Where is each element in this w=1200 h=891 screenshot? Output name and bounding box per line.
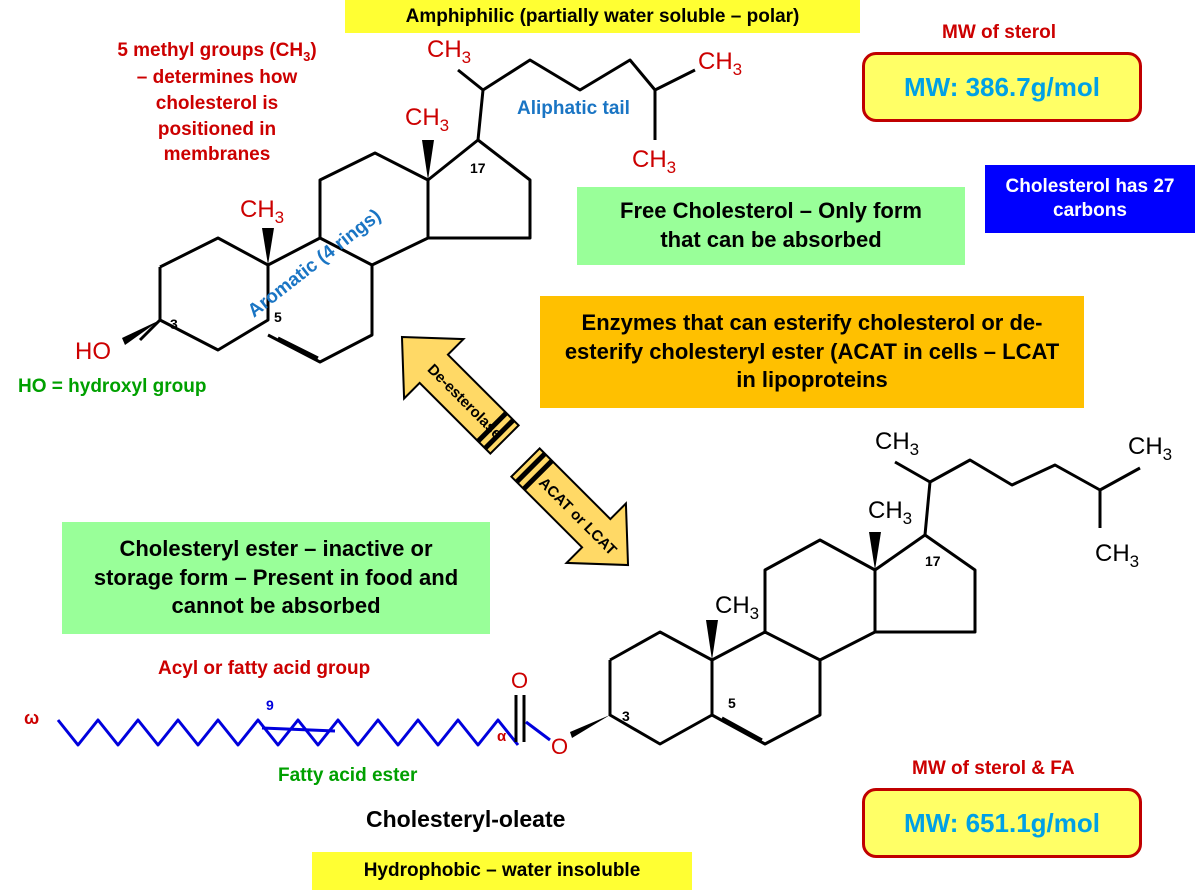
carbon-5-label: 5 xyxy=(274,309,282,325)
ch3-label: CH3 xyxy=(1095,540,1140,571)
acyl-group-label: Acyl or fatty acid group xyxy=(158,658,371,679)
carbonyl-oxygen: O xyxy=(511,668,529,693)
hydrophobic-banner: Hydrophobic – water insoluble xyxy=(312,852,692,890)
alpha-label: α xyxy=(497,728,507,745)
cholesteryl-oleate-label: Cholesteryl-oleate xyxy=(366,806,566,832)
de-esterolase-arrow: De-esterolase xyxy=(400,335,521,456)
carbons-box: Cholesterol has 27 carbons xyxy=(985,165,1195,233)
mw-sterol-label: MW of sterol xyxy=(942,22,1056,43)
wedge-bond-methyl-3 xyxy=(706,620,718,660)
ester-oxygen: O xyxy=(551,734,569,759)
carbon-3-label: 3 xyxy=(170,316,178,332)
cholesteryl-ester-box: Cholesteryl ester – inactive or storage … xyxy=(62,522,490,634)
ester-oxygen-bond xyxy=(525,720,551,742)
carbon-9-label: 9 xyxy=(266,697,274,713)
ch3-label: CH3 xyxy=(715,592,760,623)
carbon-17-label: 17 xyxy=(470,160,486,176)
fatty-acid-ester-label: Fatty acid ester xyxy=(278,765,418,786)
methyl-note-line-4: positioned in xyxy=(157,118,277,140)
omega-label: ω xyxy=(24,708,40,728)
ch3-label: CH3 xyxy=(405,104,450,135)
ester-carbon-17-label: 17 xyxy=(925,553,941,569)
ch3-label: CH3 xyxy=(632,146,677,177)
wedge-bond-methyl-4 xyxy=(869,532,881,570)
wedge-bond-ester-o xyxy=(570,715,610,738)
fatty-acid-chain xyxy=(56,718,520,747)
ester-carbon-3-label: 3 xyxy=(622,708,630,724)
ch3-label: CH3 xyxy=(868,497,913,528)
methyl-note-line-5: membranes xyxy=(163,144,271,166)
hydroxyl-note: HO = hydroxyl group xyxy=(18,376,207,397)
wedge-bond-methyl-2 xyxy=(422,140,434,180)
ho-label: HO xyxy=(75,338,111,365)
wedge-bond-ho xyxy=(122,320,160,345)
amphiphilic-banner: Amphiphilic (partially water soluble – p… xyxy=(345,0,860,33)
ch3-label: CH3 xyxy=(698,48,743,79)
ester-carbon-5-label: 5 xyxy=(728,695,736,711)
methyl-groups-note: 5 methyl groups (CH3) – determines how c… xyxy=(82,38,352,168)
mw-sterol-box: MW: 386.7g/mol xyxy=(862,52,1142,122)
ch3-label: CH3 xyxy=(427,36,472,67)
methyl-note-line-1: 5 methyl groups (CH3) xyxy=(117,40,317,64)
aliphatic-tail-label: Aliphatic tail xyxy=(517,98,630,119)
ch3-label: CH3 xyxy=(1128,433,1173,464)
mw-ester-label: MW of sterol & FA xyxy=(912,758,1075,779)
methyl-note-line-2: – determines how xyxy=(136,67,298,89)
wedge-bond-methyl-1 xyxy=(262,228,274,265)
ch3-label: CH3 xyxy=(240,196,285,227)
enzymes-box: Enzymes that can esterify cholesterol or… xyxy=(540,296,1084,408)
free-cholesterol-box: Free Cholesterol – Only form that can be… xyxy=(577,187,965,265)
mw-ester-box: MW: 651.1g/mol xyxy=(862,788,1142,858)
acat-lcat-arrow: ACAT or LCAT xyxy=(509,446,630,567)
ch3-label: CH3 xyxy=(875,428,920,459)
methyl-note-line-3: cholesterol is xyxy=(155,92,279,114)
